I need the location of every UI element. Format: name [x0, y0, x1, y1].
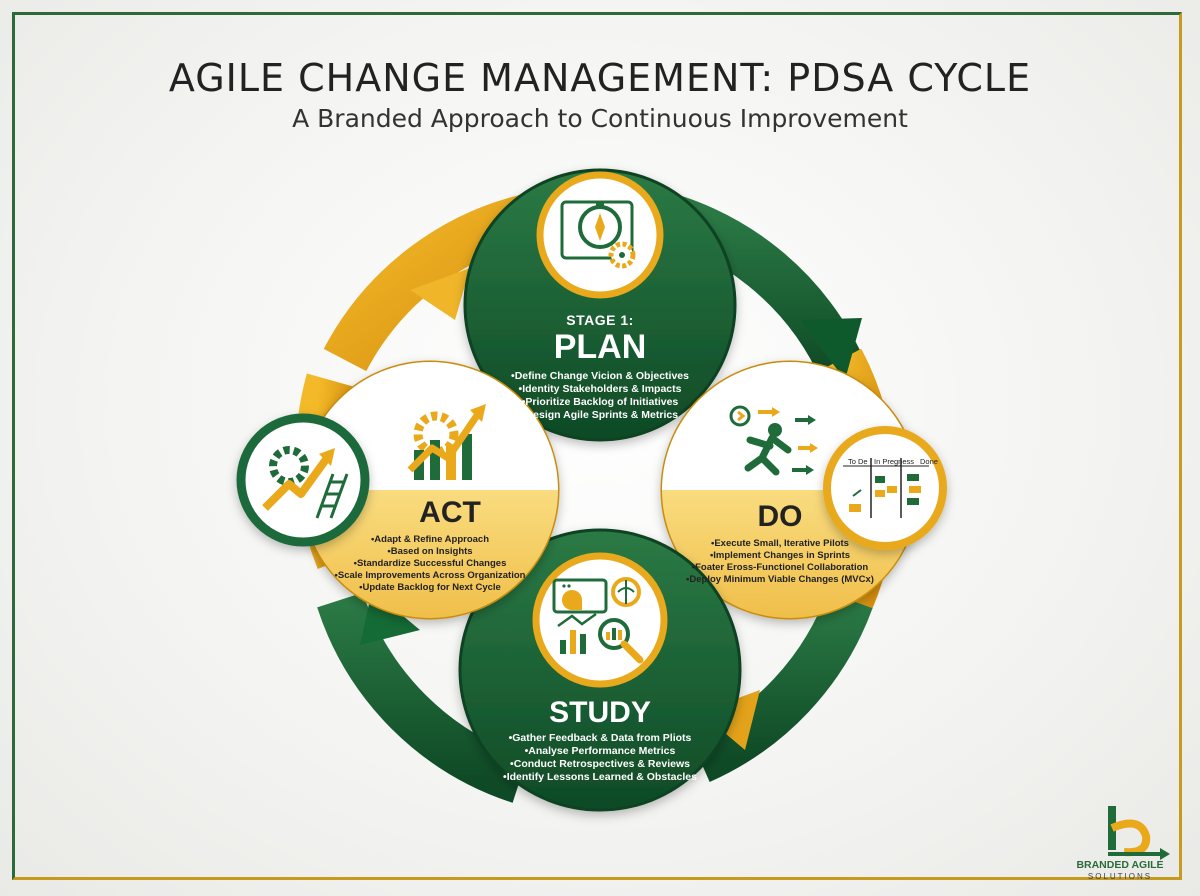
list-item: Identity Stakeholders & Impacts: [470, 383, 730, 396]
compass-map-gear-icon: [560, 200, 636, 269]
act-title: ACT: [419, 496, 481, 529]
plan-text: STAGE 1: PLAN Define Change Vicion & Obj…: [470, 312, 730, 422]
list-item: Gather Feedback & Data from Pliots: [470, 732, 730, 745]
kanban-badge: [823, 426, 947, 550]
study-icon-badge: [532, 552, 668, 688]
list-item: Design Agile Sprints & Metrics: [470, 409, 730, 422]
list-item: Adapt & Refine Approach: [320, 534, 540, 546]
study-bullet-list: Gather Feedback & Data from Pliots Analy…: [470, 732, 730, 784]
plan-title: PLAN: [553, 328, 647, 366]
gear-rising-chart-icon: [407, 404, 486, 480]
plan-stage-label: STAGE 1:: [566, 312, 634, 328]
do-title: DO: [757, 500, 803, 533]
kanban-board-icon: [843, 458, 929, 518]
list-item: Foater Eross-Functionel Collaboration: [680, 562, 880, 574]
arrow-to-do: [800, 318, 862, 380]
page-title: AGILE CHANGE MANAGEMENT: PDSA CYCLE: [168, 56, 1032, 100]
page-subtitle: A Branded Approach to Continuous Improve…: [292, 104, 908, 133]
page-frame: [12, 12, 1182, 880]
list-item: Define Change Vicion & Objectives: [470, 370, 730, 383]
list-item: Deploy Minimum Viable Changes (MVCx): [680, 574, 880, 586]
running-person-arrows-icon: [729, 405, 818, 476]
do-bullet-list: Execute Small, Iterative Pilots Implemen…: [680, 538, 880, 586]
act-text: ACT Adapt & Refine Approach Based on Ins…: [320, 496, 540, 594]
brand-subtitle: SOLUTIONS: [1087, 872, 1153, 881]
list-item: Conduct Retrospectives & Reviews: [470, 758, 730, 771]
do-text: DO Execute Small, Iterative Pilots Imple…: [680, 500, 880, 586]
brand-name: BRANDED AGILE: [1076, 859, 1164, 871]
kanban-column-in-progress: In Pregness: [874, 457, 915, 466]
list-item: Analyse Performance Metrics: [470, 745, 730, 758]
list-item: Prioritize Backlog of Initiatives: [470, 396, 730, 409]
branded-agile-logo-icon: [1108, 806, 1170, 860]
list-item: Standardize Successful Changes: [320, 558, 540, 570]
list-item: Scale Improvements Across Organization: [320, 570, 540, 582]
study-text: STUDY Gather Feedback & Data from Pliots…: [470, 696, 730, 784]
list-item: Execute Small, Iterative Pilots: [680, 538, 880, 550]
act-bullet-list: Adapt & Refine Approach Based on Insight…: [320, 534, 540, 594]
list-item: Update Backlog for Next Cycle: [320, 582, 540, 594]
plan-bullet-list: Define Change Vicion & Objectives Identi…: [470, 370, 730, 422]
list-item: Based on Insights: [320, 546, 540, 558]
gear-arrow-ladder-icon: [262, 446, 349, 519]
brand-logo: BRANDED AGILE SOLUTIONS: [1060, 860, 1180, 882]
study-title: STUDY: [549, 696, 651, 729]
list-item: Implement Changes in Sprints: [680, 550, 880, 562]
arrow-to-plan: [410, 268, 470, 320]
list-item: Identify Lessons Learned & Obstacles: [470, 771, 730, 784]
kanban-column-todo: To De: [848, 457, 868, 466]
kanban-column-done: Done: [920, 457, 938, 466]
analytics-magnifier-brain-icon: [552, 577, 644, 664]
